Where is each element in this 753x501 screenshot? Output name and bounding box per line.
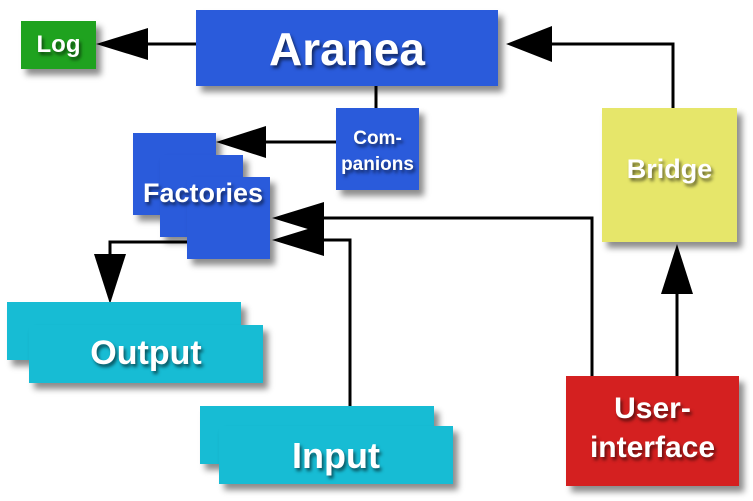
- arrowhead-bridge: [661, 244, 693, 294]
- factories-label: Factories: [142, 178, 264, 208]
- bridge-label: Bridge: [626, 154, 713, 184]
- arrowhead-output: [94, 254, 126, 304]
- edge-bridge-aranea: [550, 42, 675, 108]
- aranea-box: Aranea: [196, 10, 498, 86]
- arrowhead-log: [96, 28, 148, 60]
- arrowhead-aranea: [506, 26, 552, 62]
- user-interface-label-line2: interface: [589, 431, 716, 464]
- edge-userinterface-factories: [322, 216, 594, 378]
- log-label: Log: [36, 31, 81, 58]
- aranea-label: Aranea: [269, 23, 425, 75]
- arrowhead-factories-ui: [272, 202, 324, 234]
- log-box: Log: [21, 21, 96, 69]
- companions-label-line2: panions: [341, 154, 414, 175]
- bridge-box: Bridge: [602, 108, 737, 242]
- output-label: Output: [90, 334, 202, 372]
- companions-label-line1: Com-: [353, 128, 402, 149]
- output-box-front: Output: [29, 325, 263, 383]
- input-label: Input: [292, 435, 380, 476]
- edge-input-factories: [322, 238, 352, 406]
- factories-box-front: [187, 177, 270, 259]
- companions-box: Com- panions: [336, 108, 419, 190]
- user-interface-label-line1: User-: [614, 392, 691, 425]
- user-interface-box: User- interface: [566, 376, 739, 486]
- arrowhead-factories-input: [272, 224, 324, 256]
- input-box-front: Input: [219, 426, 453, 484]
- arrowhead-factories-companions: [216, 126, 266, 158]
